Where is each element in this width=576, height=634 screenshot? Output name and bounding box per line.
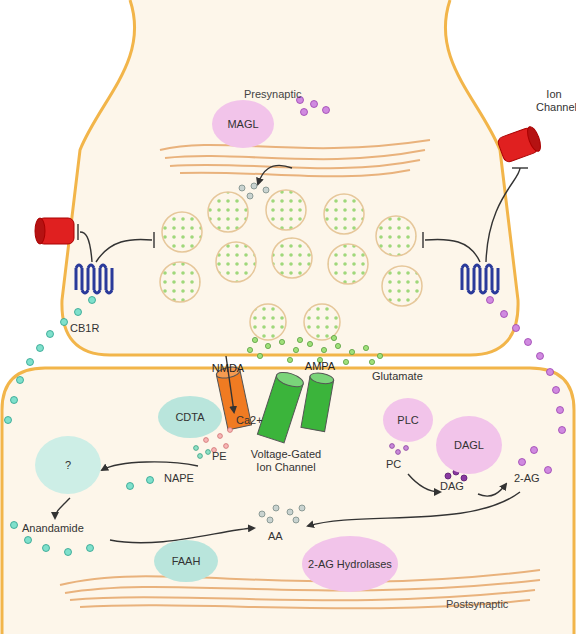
part-label: CB1R	[70, 322, 99, 335]
node-text: ?	[65, 459, 71, 472]
enzyme-circle: PLC	[383, 398, 433, 442]
channel-label: NMDA	[208, 360, 249, 377]
part-label: Ca2+	[236, 414, 263, 427]
enzyme-circle: ?	[35, 436, 101, 494]
part-label: 2-AG	[514, 472, 540, 485]
node-text: AMPA	[305, 360, 335, 373]
part-label: NAPE	[164, 472, 194, 485]
part-label: Ion Channel	[536, 88, 572, 113]
enzyme-circle: FAAH	[154, 540, 218, 582]
enzyme-circle: 2-AG Hydrolases	[302, 536, 398, 592]
region-title: Postsynaptic	[446, 598, 508, 610]
part-label: AA	[268, 530, 283, 543]
channel-label: AMPA	[300, 358, 340, 375]
node-text: PLC	[397, 414, 418, 427]
node-text: FAAH	[172, 555, 201, 568]
cell-region: PresynapticMAGL	[0, 0, 576, 360]
part-label: Voltage-Gated Ion Channel	[250, 448, 322, 473]
node-text: MAGL	[227, 118, 258, 131]
node-text: CDTA	[175, 411, 204, 424]
region-title: Presynaptic	[244, 88, 301, 100]
node-text: 2-AG Hydrolases	[308, 558, 392, 571]
part-label: PC	[386, 458, 401, 471]
part-label: PE	[212, 450, 227, 463]
enzyme-circle: DAGL	[436, 416, 502, 474]
enzyme-circle: MAGL	[212, 100, 274, 148]
node-text: DAGL	[454, 439, 484, 452]
cell-region: PostsynapticNMDAAMPACDTA?PLCDAGLFAAH2-AG…	[0, 366, 576, 634]
part-label: Anandamide	[22, 522, 84, 535]
part-label: Glutamate	[372, 370, 423, 383]
node-text: NMDA	[212, 362, 244, 375]
part-label: DAG	[440, 480, 464, 493]
enzyme-circle: CDTA	[158, 396, 222, 438]
